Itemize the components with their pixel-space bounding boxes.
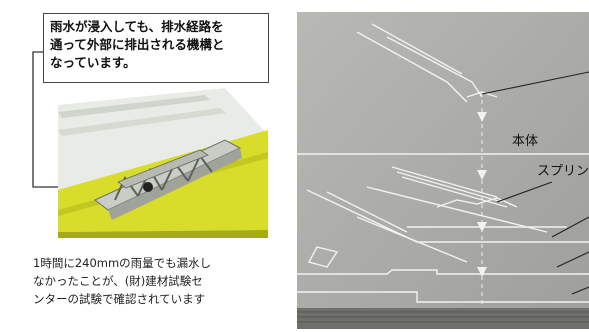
caption-line: 1時間に240mmの雨量でも漏水し <box>33 256 212 270</box>
roof-joint-illustration <box>32 51 268 238</box>
label-spring: スプリン <box>537 164 589 179</box>
assembly-sketch <box>297 12 589 329</box>
callout-box: 雨水が浸入しても、排水経路を 通って外部に排出される機構と なっています。 <box>43 13 269 83</box>
callout-line: 通って外部に排出される機構と <box>50 37 225 52</box>
callout-line: 雨水が浸入しても、排水経路を <box>50 19 224 34</box>
exploded-assembly-diagram: 本体 スプリン <box>297 12 589 329</box>
test-caption: 1時間に240mmの雨量でも漏水し なかったことが、(財)建材試験セ ンターの試… <box>33 254 283 308</box>
label-body: 本体 <box>512 134 539 149</box>
drain-marker <box>143 182 153 192</box>
caption-line: なかったことが、(財)建材試験セ <box>33 274 203 288</box>
caption-line: ンターの試験で確認されています <box>33 292 206 306</box>
sheet-ribs <box>58 95 210 118</box>
callout-line: なっています。 <box>50 55 136 70</box>
